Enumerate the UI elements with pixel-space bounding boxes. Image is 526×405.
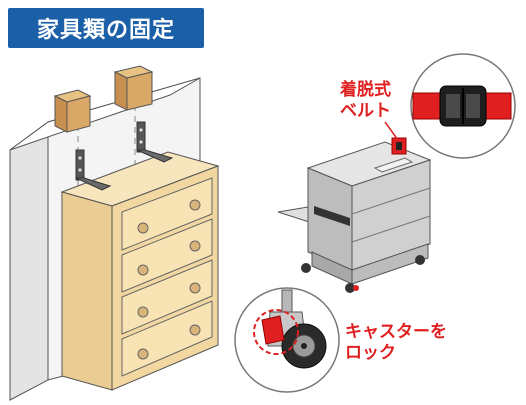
belt-pointer-line [384, 121, 399, 141]
caster-label-line2: ロック [345, 343, 396, 363]
l-bracket-left [75, 149, 112, 191]
wall-stud-left [53, 89, 92, 133]
belt-label-line1: 着脱式 [340, 80, 391, 100]
belt-on-copier [391, 137, 407, 155]
copier-wheels [301, 255, 425, 293]
l-bracket-right [136, 121, 174, 163]
wall-stud-right [113, 65, 154, 111]
caster-label-line1: キャスターを [345, 322, 447, 342]
caster-detail-circle [234, 287, 340, 393]
caster-label: キャスターを ロック [345, 322, 447, 364]
drawer-2 [121, 218, 213, 293]
belt-label: 着脱式 ベルト [340, 80, 391, 122]
belt-label-line2: ベルト [340, 101, 391, 121]
belt-detail-circle [410, 53, 516, 159]
page-title: 家具類の固定 [36, 18, 175, 43]
copier [277, 141, 432, 285]
title-banner: 家具類の固定 [8, 8, 204, 48]
drawer-3 [121, 259, 213, 335]
drawer-1 [121, 177, 213, 251]
drawer-4 [121, 300, 213, 377]
